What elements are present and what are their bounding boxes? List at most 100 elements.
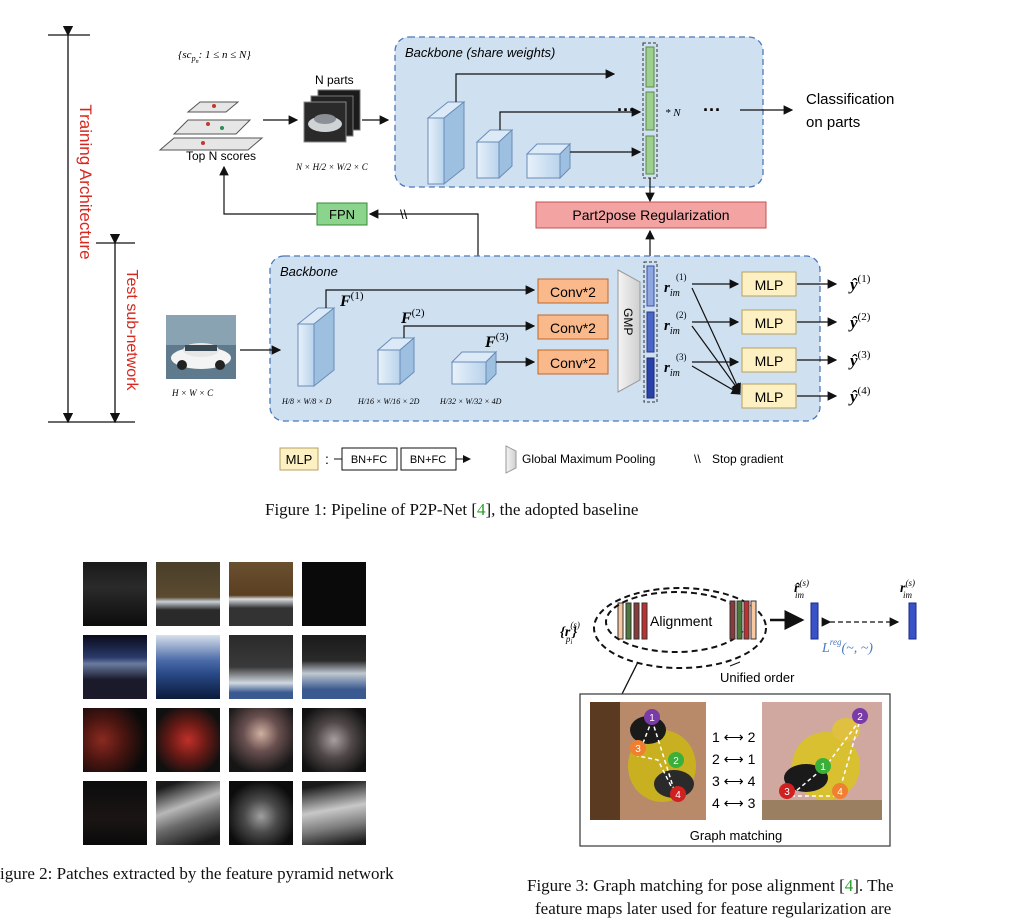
top-n-scores-label: Top N scores (186, 149, 256, 163)
figure-3-graph-matching: {r(s)pi} Alignment r̂(s)im r(s)im Lreg(~… (560, 578, 917, 847)
svg-text:BN+FC: BN+FC (351, 454, 387, 466)
svg-text:4 ⟷ 3: 4 ⟷ 3 (712, 795, 756, 811)
mlp-box-3 (741, 347, 797, 373)
patch-4-1 (83, 781, 147, 845)
patch-4-3 (229, 781, 293, 845)
svg-text::: : (325, 451, 329, 467)
r-im-vector (643, 261, 658, 403)
patch-2-2 (156, 635, 220, 699)
patch-2-1 (83, 635, 147, 699)
figure-2-caption: igure 2: Patches extracted by the featur… (0, 864, 394, 883)
figure-1-caption: Figure 1: Pipeline of P2P-Net [4], the a… (265, 500, 639, 519)
mlp-box-1 (741, 271, 797, 297)
svg-text:* N: * N (665, 107, 681, 119)
graph-matching-label: Graph matching (690, 828, 783, 843)
conv-box-1 (537, 278, 609, 304)
node-mapping-list: 1 ⟷ 2 2 ⟷ 1 3 ⟷ 4 4 ⟷ 3 (712, 729, 756, 811)
svg-text:···: ··· (617, 100, 635, 120)
training-architecture-label: Training Architecture (76, 104, 95, 259)
svg-text:1: 1 (820, 762, 826, 773)
figure-3-caption-line-1: Figure 3: Graph matching for pose alignm… (527, 876, 894, 895)
training-architecture-bracket: Training Architecture (48, 25, 135, 424)
stop-gradient-mark: \\ (400, 207, 408, 222)
svg-text:1 ⟷ 2: 1 ⟷ 2 (712, 729, 756, 745)
unified-order-label: Unified order (720, 670, 795, 685)
svg-text:BN+FC: BN+FC (410, 454, 446, 466)
part2pose-label: Part2pose Regularization (572, 207, 729, 223)
svg-text:2 ⟷ 1: 2 ⟷ 1 (712, 751, 756, 767)
patch-1-2 (156, 562, 220, 626)
svg-text:3: 3 (784, 787, 790, 798)
svg-text:{scpn: 1 ≤ n ≤ N}: {scpn: 1 ≤ n ≤ N} (178, 49, 251, 65)
svg-text:Conv*2: Conv*2 (550, 284, 596, 300)
shared-cube-3 (525, 142, 572, 180)
f2-label: F(2) (400, 307, 425, 327)
gmp-label: GMP (621, 308, 635, 335)
backbone-cube-1: H/8 × W/8 × D (281, 306, 336, 406)
shared-cube-1 (426, 100, 466, 186)
svg-text:···: ··· (703, 100, 721, 120)
backbone-cube-2: H/16 × W/16 × 2D (357, 336, 420, 406)
patch-3-1 (83, 708, 147, 772)
n-parts-images: N parts N × H/2 × W/2 × C (295, 73, 369, 172)
y-hat-3: ŷ(3) (848, 349, 871, 370)
classification-label: Classification (806, 91, 894, 108)
part2pose-regularization-box (535, 201, 767, 229)
bird-image-2: 2 1 3 4 (762, 702, 882, 820)
test-subnetwork-label: Test sub-network (123, 270, 140, 392)
patch-2-4 (302, 635, 366, 699)
patch-1-3 (229, 562, 293, 626)
figure-2-patch-grid (83, 562, 368, 847)
top-n-scores-stack: {scpn: 1 ≤ n ≤ N} Top N scores (158, 49, 264, 163)
alignment-label: Alignment (650, 613, 712, 629)
svg-text:(3): (3) (676, 352, 687, 362)
svg-text:Global Maximum Pooling: Global Maximum Pooling (522, 452, 655, 466)
input-car-image: H × W × C (166, 315, 236, 398)
fpn-box (316, 202, 368, 226)
mlp-box-4 (741, 383, 797, 409)
svg-text:1: 1 (649, 713, 655, 724)
r-label: r(s)im (900, 578, 915, 600)
f1-label: F(1) (339, 290, 364, 310)
y-hat-4: ŷ(4) (848, 385, 871, 406)
r-hat-label: r̂(s)im (794, 578, 809, 600)
svg-text:\\: \\ (694, 452, 701, 466)
svg-text:MLP: MLP (755, 353, 784, 369)
svg-text:H/8 × W/8 × D: H/8 × W/8 × D (281, 397, 332, 406)
backbone-label: Backbone (280, 264, 338, 279)
svg-text:2: 2 (673, 756, 679, 767)
input-part-features (617, 602, 648, 640)
mlp-box-2 (741, 309, 797, 335)
svg-text:rim: rim (664, 360, 680, 379)
conv-box-2 (537, 314, 609, 340)
f3-label: F(3) (484, 331, 509, 351)
r-vector (908, 602, 917, 640)
caption-1-ref[interactable]: 4 (477, 500, 486, 519)
patch-2-3 (229, 635, 293, 699)
svg-text:3 ⟷ 4: 3 ⟷ 4 (712, 773, 756, 789)
caption-3-ref[interactable]: 4 (844, 876, 854, 895)
svg-text:MLP: MLP (755, 389, 784, 405)
conv-box-3 (537, 349, 609, 375)
shared-cube-2 (475, 128, 514, 180)
patch-4-2 (156, 781, 220, 845)
patch-3-4 (302, 708, 366, 772)
bird-image-1: 1 2 3 4 (590, 702, 706, 820)
svg-text:Conv*2: Conv*2 (550, 355, 596, 371)
backbone-cube-3: H/32 × W/32 × 4D (439, 350, 502, 406)
l-reg-label: Lreg(~, ~) (821, 637, 873, 656)
svg-text:H/16 × W/16 × 2D: H/16 × W/16 × 2D (357, 397, 420, 406)
fpn-label: FPN (329, 207, 355, 222)
patch-3-3 (229, 708, 293, 772)
svg-text:3: 3 (635, 744, 641, 755)
aligned-part-features (729, 600, 757, 640)
backbone-shared-label: Backbone (share weights) (405, 45, 555, 60)
parts-dimension: N × H/2 × W/2 × C (295, 162, 369, 172)
r-hat-vector (810, 602, 819, 640)
n-parts-label: N parts (315, 73, 354, 87)
input-dimension: H × W × C (171, 388, 214, 398)
patch-1-4 (302, 562, 366, 626)
svg-text:4: 4 (675, 790, 681, 801)
svg-text:MLP: MLP (286, 452, 313, 467)
r-pi-label: {r(s)pi} (560, 620, 580, 646)
